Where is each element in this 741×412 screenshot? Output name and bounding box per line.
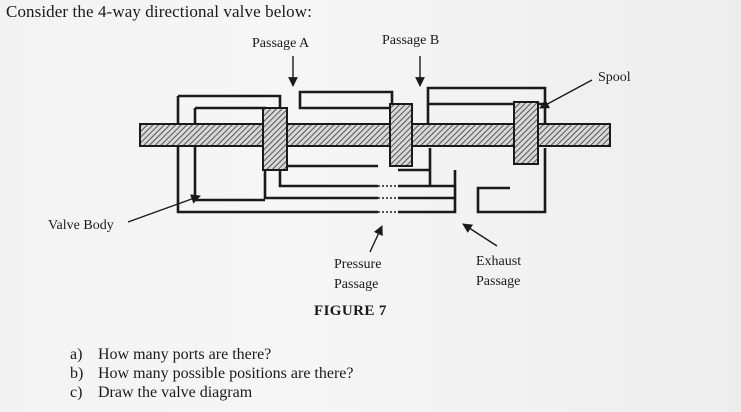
valve-body-label: Valve Body <box>48 218 114 233</box>
question-marker: a) <box>70 346 83 363</box>
question-list: a) How many ports are there? b) How many… <box>70 345 354 402</box>
question-text: How many possible positions are there? <box>98 365 354 382</box>
passage-a-label: Passage A <box>252 36 310 51</box>
question-marker: c) <box>70 384 83 401</box>
lower-channel-right <box>398 184 457 200</box>
passage-a-channel <box>298 90 394 110</box>
question-text: Draw the valve diagram <box>98 384 253 401</box>
question-item: b) How many possible positions are there… <box>70 364 354 383</box>
spool-label: Spool <box>598 70 631 85</box>
valve-body-inner <box>193 108 265 202</box>
question-marker: b) <box>70 365 84 382</box>
spool-arrow <box>539 79 593 109</box>
pressure-port-gap <box>378 185 398 213</box>
pressure-arrow <box>369 225 383 253</box>
exhaust-arrow <box>462 223 498 247</box>
spool-land-left <box>262 107 288 171</box>
pressure-label-line2: Passage <box>334 277 378 292</box>
question-item: c) Draw the valve diagram <box>70 383 354 402</box>
question-item: a) How many ports are there? <box>70 345 354 364</box>
passage-b-label: Passage B <box>382 33 439 48</box>
question-text: How many ports are there? <box>98 346 272 363</box>
exhaust-label-line2: Passage <box>476 274 520 289</box>
spool-rod <box>139 123 611 147</box>
pressure-label-line1: Pressure <box>334 257 381 272</box>
exhaust-label-line1: Exhaust <box>476 254 521 269</box>
spool-land-middle <box>389 103 413 167</box>
spool-land-right <box>513 101 539 165</box>
valve-body-arrow <box>127 194 201 223</box>
figure-caption: FIGURE 7 <box>314 303 387 319</box>
question-intro: Consider the 4-way directional valve bel… <box>6 2 312 21</box>
